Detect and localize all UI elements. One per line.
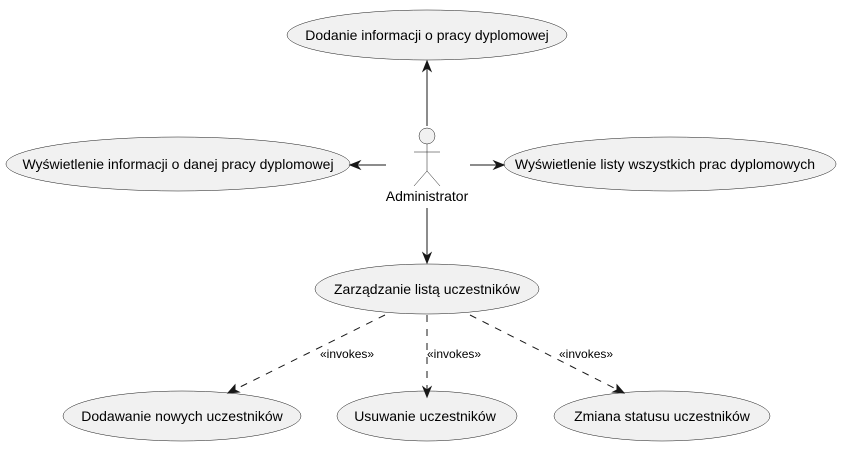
arrowhead <box>226 383 241 394</box>
use-case-manage-participants[interactable]: Zarządzanie listą uczestników <box>314 263 540 315</box>
actor-right-leg <box>426 170 441 187</box>
invokes-add-participants: «invokes» <box>226 314 386 394</box>
invokes-label: «invokes» <box>320 347 374 361</box>
arrowhead <box>421 385 433 399</box>
use-case-label: Wyświetlenie informacji o danej pracy dy… <box>22 156 333 172</box>
use-case-remove-participants[interactable]: Usuwanie uczestników <box>336 390 518 442</box>
invokes-change-status: «invokes» <box>469 314 626 394</box>
use-case-change-status[interactable]: Zmiana statusu uczestników <box>553 390 771 442</box>
invokes-remove-participants: «invokes» <box>421 315 481 399</box>
arrowhead <box>611 383 626 394</box>
use-case-show-list[interactable]: Wyświetlenie listy wszystkich prac dyplo… <box>503 136 837 192</box>
arrowhead <box>348 159 362 171</box>
use-case-label: Usuwanie uczestników <box>354 408 497 424</box>
use-case-add-participants[interactable]: Dodawanie nowych uczestników <box>62 390 302 442</box>
arrowhead <box>492 159 506 171</box>
use-case-add-info[interactable]: Dodanie informacji o pracy dyplomowej <box>286 9 568 61</box>
actor-left-leg <box>413 170 428 187</box>
arrowhead <box>421 59 433 73</box>
association-to-show-list <box>470 159 506 171</box>
actor-head <box>418 127 436 145</box>
use-case-label: Wyświetlenie listy wszystkich prac dyplo… <box>515 156 815 172</box>
actor-label: Administrator <box>386 188 469 204</box>
arrowhead <box>421 251 433 265</box>
actor-administrator[interactable]: Administrator <box>386 127 469 204</box>
invokes-label: «invokes» <box>559 347 613 361</box>
association-to-manage <box>421 208 433 265</box>
use-case-label: Dodanie informacji o pracy dyplomowej <box>305 27 549 43</box>
association-to-add-info <box>421 59 433 126</box>
use-case-label: Zmiana statusu uczestników <box>574 408 751 424</box>
invokes-label: «invokes» <box>427 347 481 361</box>
use-case-label: Dodawanie nowych uczestników <box>81 408 283 424</box>
use-case-label: Zarządzanie listą uczestników <box>334 281 521 297</box>
use-case-show-info[interactable]: Wyświetlenie informacji o danej pracy dy… <box>5 136 351 192</box>
association-to-show-info <box>348 159 386 171</box>
